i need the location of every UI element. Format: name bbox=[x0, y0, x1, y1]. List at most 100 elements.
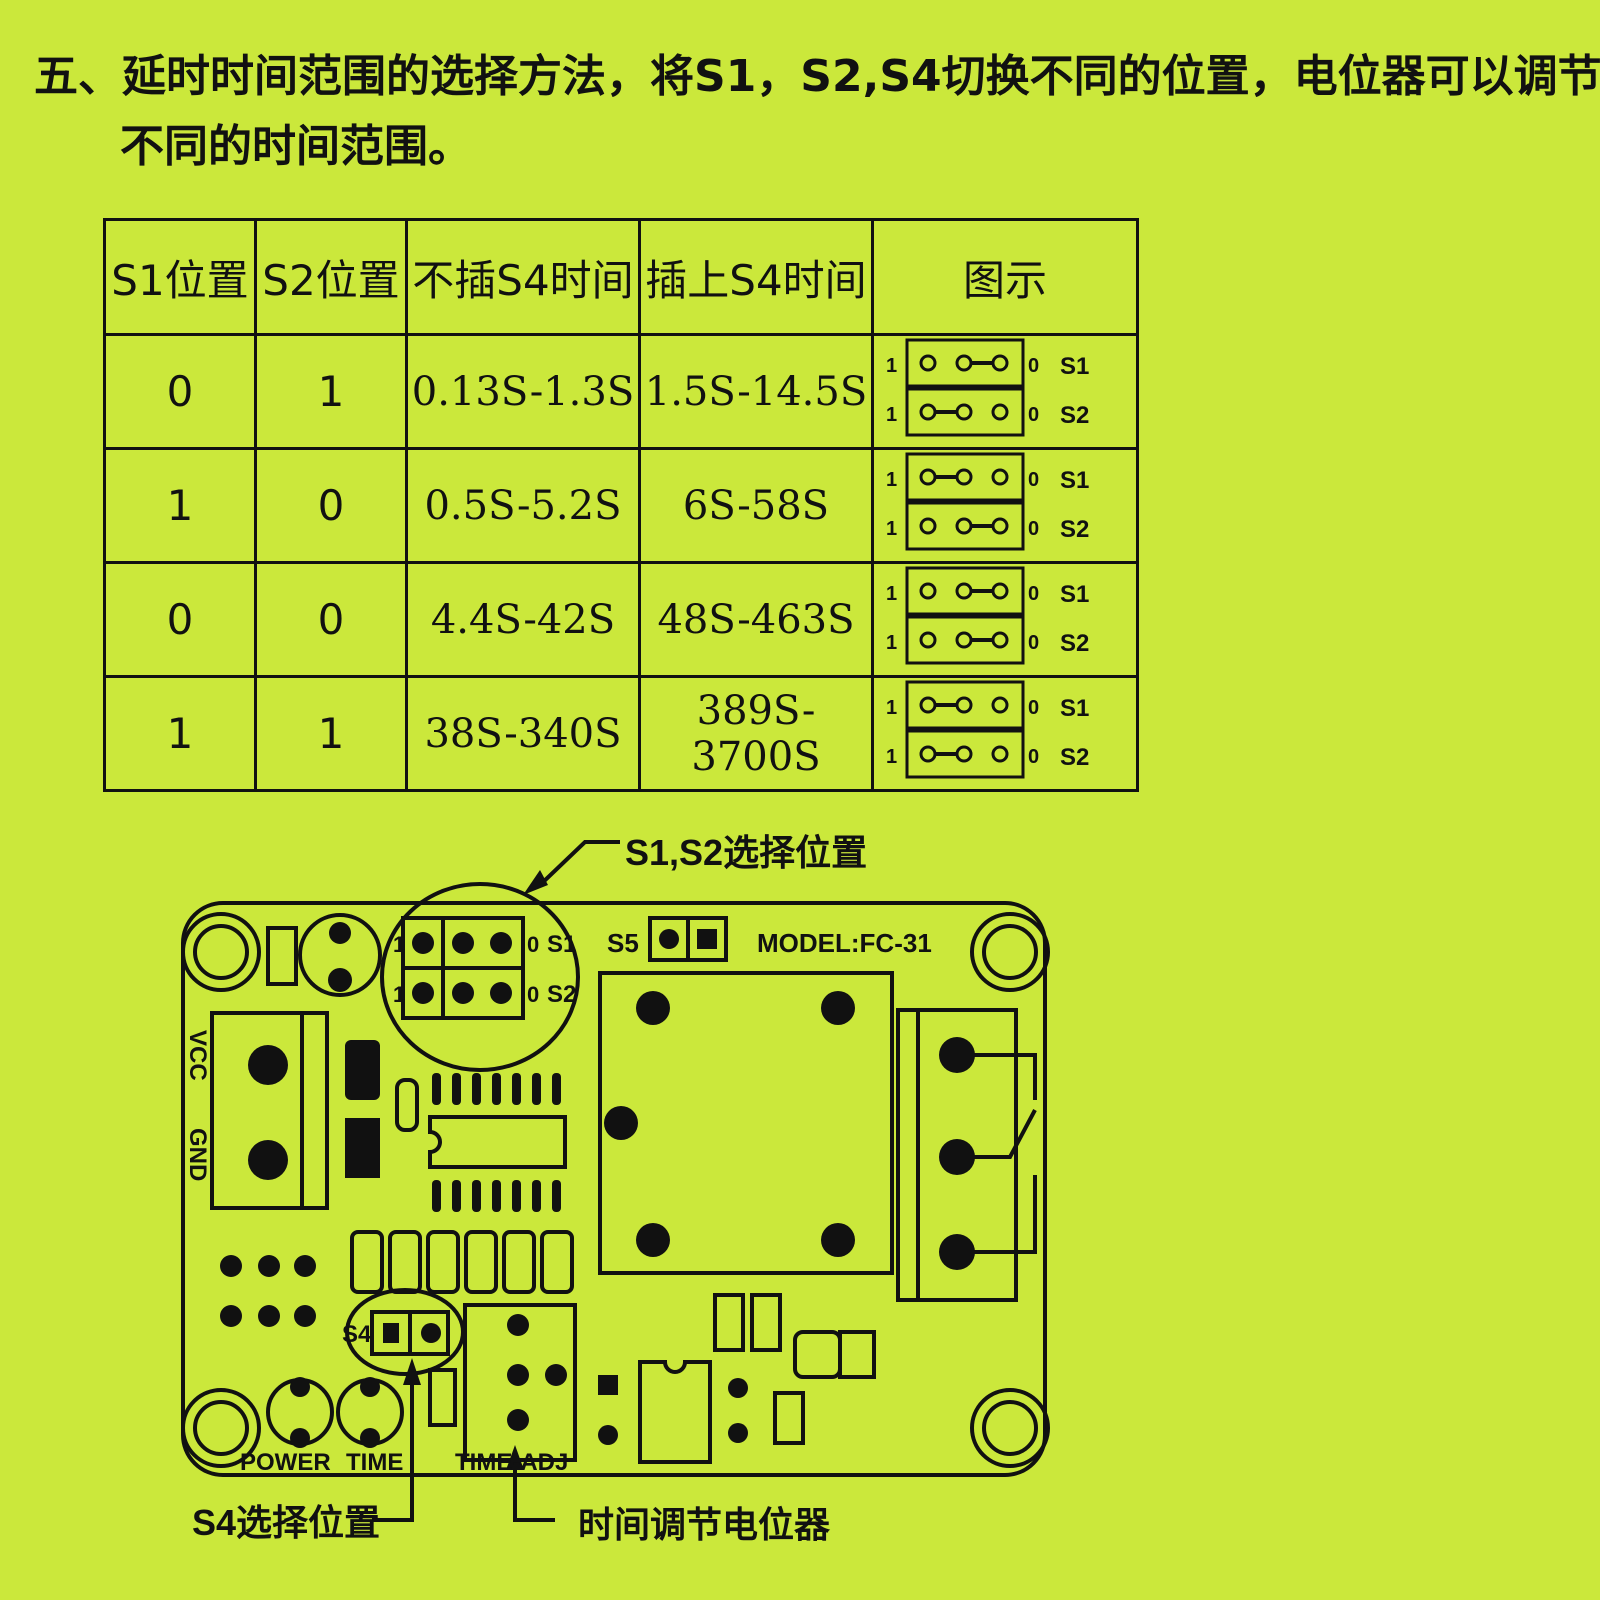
label-switch: S1 bbox=[1060, 353, 1089, 380]
arrow-icon bbox=[523, 870, 548, 895]
jumper-s1: 1 0 S1 bbox=[886, 680, 1089, 730]
arrow-icon bbox=[403, 1358, 421, 1385]
cell-with-s4: 1.5S-14.5S bbox=[638, 333, 874, 450]
label-zero: 0 bbox=[1028, 632, 1039, 654]
power-label: POWER bbox=[240, 1449, 331, 1476]
section-heading: 五、延时时间范围的选择方法，将S1，S2,S4切换不同的位置，电位器可以调节 不… bbox=[34, 42, 1600, 182]
cell-s1: 0 bbox=[103, 561, 257, 678]
label-switch: S1 bbox=[1060, 695, 1089, 722]
label-zero: 0 bbox=[1028, 583, 1039, 605]
time-adj-label: TIME-ADJ bbox=[455, 1449, 568, 1476]
s5-label: S5 bbox=[607, 928, 639, 958]
label-one: 1 bbox=[886, 518, 897, 540]
cell-s1: 1 bbox=[103, 447, 257, 564]
callout-s4-label: S4选择位置 bbox=[192, 1502, 380, 1543]
label-switch: S2 bbox=[1060, 744, 1089, 771]
relay bbox=[598, 971, 894, 1275]
s4-label: S4 bbox=[342, 1321, 372, 1348]
s1s2-highlight-ellipse bbox=[380, 882, 580, 1072]
header-without-s4: 不插S4时间 bbox=[405, 218, 641, 336]
cell-s1: 0 bbox=[103, 333, 257, 450]
label-zero: 0 bbox=[1028, 404, 1039, 426]
s1s2-callout-line bbox=[538, 840, 620, 887]
label-zero: 0 bbox=[1028, 518, 1039, 540]
label-switch: S2 bbox=[1060, 630, 1089, 657]
mounting-hole-icon bbox=[970, 1388, 1050, 1468]
label-one: 1 bbox=[886, 632, 897, 654]
gnd-label: GND bbox=[184, 1128, 211, 1181]
cell-without-s4: 0.5S-5.2S bbox=[405, 447, 641, 564]
label-zero: 0 bbox=[1028, 697, 1039, 719]
cell-with-s4: 48S-463S bbox=[638, 561, 874, 678]
label-one: 1 bbox=[886, 404, 897, 426]
model-label: MODEL:FC-31 bbox=[757, 928, 932, 958]
label-one: 1 bbox=[886, 355, 897, 377]
label-one: 1 bbox=[886, 746, 897, 768]
pin-icon bbox=[919, 631, 937, 649]
pot-callout-line bbox=[513, 1455, 555, 1522]
callout-pot-label: 时间调节电位器 bbox=[578, 1504, 831, 1545]
s2-one-label: 1 bbox=[393, 982, 405, 1007]
cell-s2: 1 bbox=[254, 333, 408, 450]
delay-range-table: S1位置 S2位置 不插S4时间 插上S4时间 图示 0 1 0.13S-1.3… bbox=[103, 218, 1139, 792]
header-with-s4: 插上S4时间 bbox=[638, 218, 874, 336]
s4-callout-line bbox=[372, 1370, 414, 1522]
mounting-hole-icon bbox=[181, 912, 261, 992]
pin-icon bbox=[919, 354, 937, 372]
cell-without-s4: 4.4S-42S bbox=[405, 561, 641, 678]
pin-icon bbox=[991, 745, 1009, 763]
cell-s2: 0 bbox=[254, 561, 408, 678]
label-one: 1 bbox=[886, 583, 897, 605]
mounting-hole-icon bbox=[181, 1388, 261, 1468]
label-zero: 0 bbox=[1028, 355, 1039, 377]
callout-s1s2-label: S1,S2选择位置 bbox=[625, 832, 867, 873]
ic-chip bbox=[428, 1115, 567, 1169]
label-zero: 0 bbox=[1028, 746, 1039, 768]
s1-zero-label: 0 bbox=[527, 932, 539, 957]
heading-line-1: 五、延时时间范围的选择方法，将S1，S2,S4切换不同的位置，电位器可以调节 bbox=[34, 51, 1600, 102]
label-one: 1 bbox=[886, 697, 897, 719]
output-terminal-block bbox=[896, 1008, 1018, 1302]
s2-zero-label: 0 bbox=[527, 982, 539, 1007]
heading-line-2: 不同的时间范围。 bbox=[120, 121, 472, 172]
label-switch: S2 bbox=[1060, 402, 1089, 429]
s1-one-label: 1 bbox=[393, 932, 405, 957]
board-outline bbox=[181, 901, 1047, 1477]
pin-icon bbox=[919, 517, 937, 535]
label-switch: S2 bbox=[1060, 516, 1089, 543]
resistor-pads bbox=[350, 1230, 876, 1445]
arrow-icon bbox=[506, 1445, 524, 1470]
time-label: TIME bbox=[346, 1449, 403, 1476]
jumper-s2: 1 0 S2 bbox=[886, 729, 1089, 779]
s1-label: S1 bbox=[547, 931, 576, 958]
header-s2: S2位置 bbox=[254, 218, 408, 336]
cell-s2: 1 bbox=[254, 675, 408, 792]
cell-s1: 1 bbox=[103, 675, 257, 792]
mounting-hole-icon bbox=[970, 912, 1050, 992]
pin-icon bbox=[991, 468, 1009, 486]
header-diagram: 图示 bbox=[871, 218, 1139, 336]
jumper-s2: 1 0 S2 bbox=[886, 501, 1089, 551]
label-zero: 0 bbox=[1028, 469, 1039, 491]
cell-s2: 0 bbox=[254, 447, 408, 564]
s2-label: S2 bbox=[547, 981, 576, 1008]
pin-icon bbox=[991, 403, 1009, 421]
jumper-s2: 1 0 S2 bbox=[886, 387, 1089, 437]
ic-pins bbox=[432, 1073, 561, 1212]
vcc-label: VCC bbox=[184, 1030, 211, 1081]
pin-icon bbox=[919, 582, 937, 600]
